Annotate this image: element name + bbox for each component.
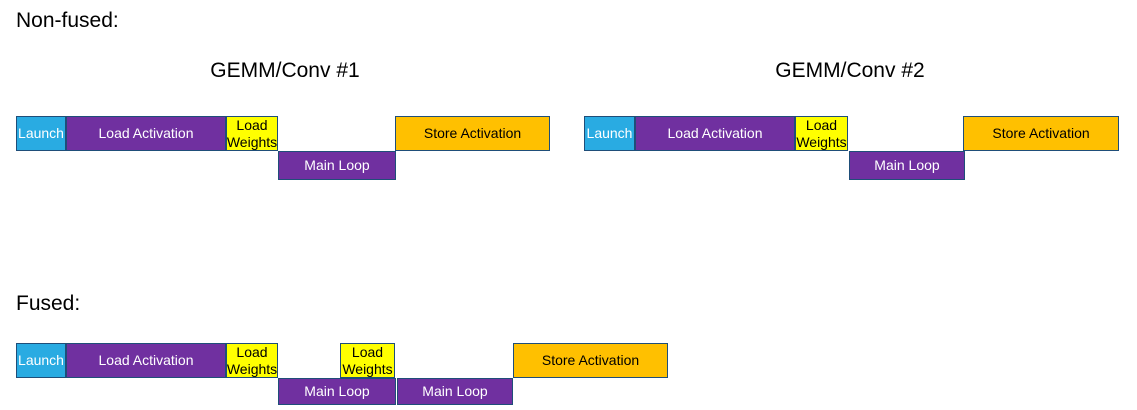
fused-section-label: Fused: bbox=[16, 292, 81, 315]
main-loop-block: Main Loop bbox=[278, 151, 396, 180]
main-loop-block: Main Loop bbox=[849, 151, 965, 180]
gemm-conv-1-title: GEMM/Conv #1 bbox=[210, 59, 360, 82]
load-activation-block: Load Activation bbox=[66, 343, 226, 378]
store-activation-block: Store Activation bbox=[963, 116, 1119, 151]
launch-block: Launch bbox=[16, 116, 66, 151]
load-activation-block: Load Activation bbox=[66, 116, 226, 151]
store-activation-block: Store Activation bbox=[513, 343, 668, 378]
launch-block: Launch bbox=[16, 343, 66, 378]
launch-block: Launch bbox=[584, 116, 635, 151]
non-fused-section-label: Non-fused: bbox=[16, 9, 119, 32]
load-weights-block: Load Weights bbox=[340, 343, 395, 378]
gemm-conv-2-title: GEMM/Conv #2 bbox=[775, 59, 925, 82]
load-weights-block: Load Weights bbox=[795, 116, 848, 151]
store-activation-block: Store Activation bbox=[395, 116, 550, 151]
main-loop-block: Main Loop bbox=[397, 378, 513, 405]
main-loop-block: Main Loop bbox=[278, 378, 396, 405]
load-activation-block: Load Activation bbox=[635, 116, 795, 151]
load-weights-block: Load Weights bbox=[226, 343, 278, 378]
load-weights-block: Load Weights bbox=[226, 116, 278, 151]
